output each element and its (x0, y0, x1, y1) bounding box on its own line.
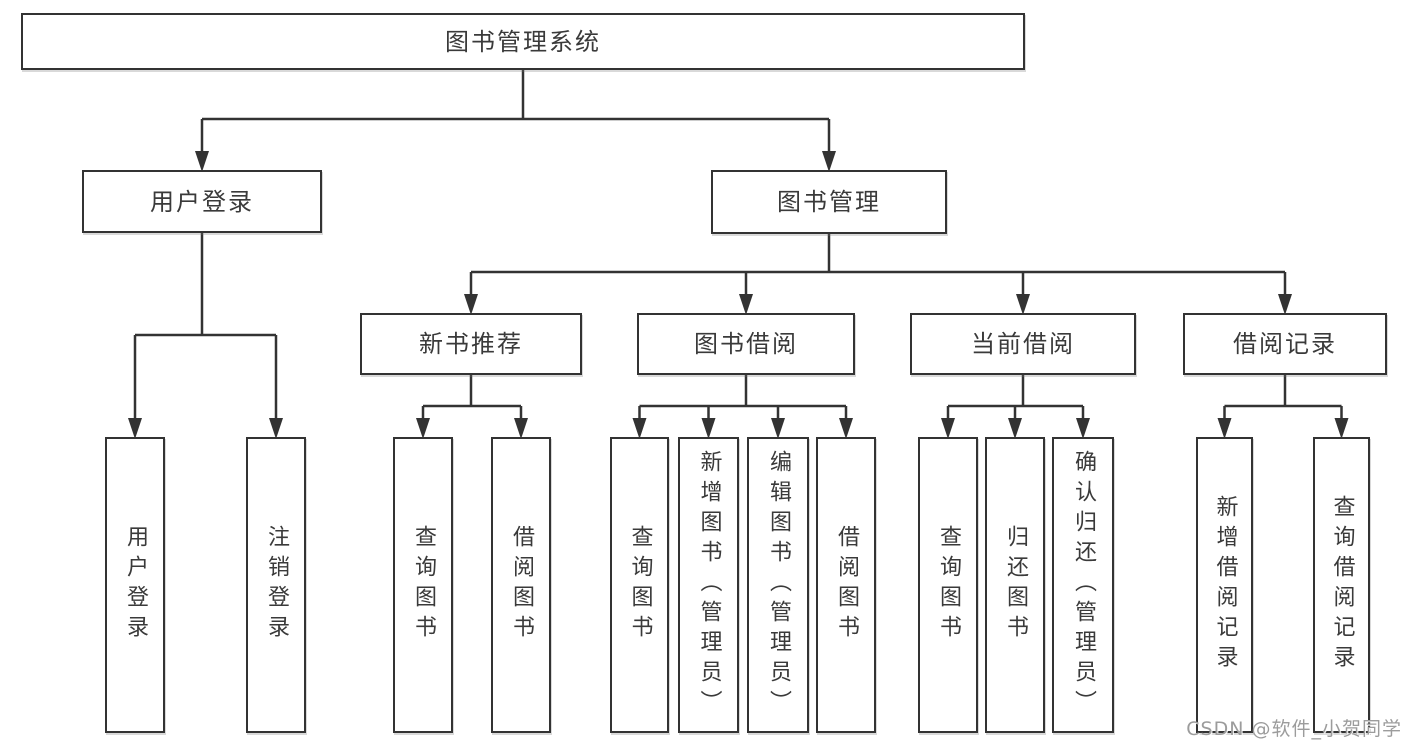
connector-user-login (133, 233, 278, 423)
arrowhead-user-login (195, 151, 209, 172)
node-leaf-bb-add: 新增图书（管理员） (678, 437, 739, 733)
arrowhead-leaf-br-add (1217, 418, 1232, 439)
node-leaf-bb-edit: 编辑图书（管理员） (747, 437, 809, 733)
node-new-book-rec: 新书推荐 (360, 313, 582, 375)
node-leaf-br-query: 查询借阅记录 (1313, 437, 1370, 733)
connector-borrow-records (1223, 375, 1343, 423)
node-leaf-user-login: 用户登录 (105, 437, 165, 733)
node-label-leaf-bb-query: 查询图书 (627, 525, 653, 645)
connector-new-book-rec (421, 375, 523, 423)
arrowhead-new-book-rec (464, 294, 478, 315)
node-leaf-nbr-borrow: 借阅图书 (491, 437, 551, 733)
node-borrow-records: 借阅记录 (1183, 313, 1387, 375)
node-label-leaf-nbr-query: 查询图书 (411, 525, 436, 645)
arrowhead-book-borrow (739, 294, 753, 315)
node-leaf-bb-borrow: 借阅图书 (816, 437, 876, 733)
node-label-leaf-br-query: 查询借阅记录 (1329, 495, 1355, 675)
node-label-leaf-logout: 注销登录 (264, 525, 289, 645)
arrowhead-leaf-logout (269, 418, 283, 439)
arrowhead-borrow-records (1278, 294, 1292, 315)
arrowhead-leaf-bb-borrow (839, 418, 853, 439)
node-user-login: 用户登录 (82, 170, 322, 233)
node-label-root: 图书管理系统 (445, 27, 601, 56)
node-label-current-borrow: 当前借阅 (971, 330, 1075, 358)
node-label-book-borrow: 图书借阅 (694, 330, 798, 358)
node-current-borrow: 当前借阅 (910, 313, 1136, 375)
node-label-leaf-br-add: 新增借阅记录 (1212, 495, 1238, 675)
node-label-leaf-bb-borrow: 借阅图书 (834, 525, 859, 645)
node-book-mgmt: 图书管理 (711, 170, 947, 234)
arrowhead-current-borrow (1016, 294, 1030, 315)
node-label-user-login: 用户登录 (150, 187, 254, 216)
arrowhead-leaf-nbr-borrow (514, 418, 528, 439)
node-leaf-cb-return: 归还图书 (985, 437, 1045, 733)
node-label-new-book-rec: 新书推荐 (419, 330, 523, 358)
arrowhead-leaf-bb-edit (771, 418, 785, 439)
arrowhead-leaf-cb-confirm (1076, 418, 1090, 439)
arrowhead-leaf-nbr-query (416, 418, 430, 439)
node-leaf-cb-query: 查询图书 (918, 437, 978, 733)
arrowhead-leaf-bb-query (632, 418, 647, 439)
node-root: 图书管理系统 (21, 13, 1025, 70)
arrowhead-leaf-br-query (1334, 418, 1349, 439)
node-leaf-nbr-query: 查询图书 (393, 437, 453, 733)
arrowhead-leaf-bb-add (701, 418, 716, 439)
node-label-leaf-bb-edit: 编辑图书（管理员） (766, 450, 791, 720)
node-leaf-logout: 注销登录 (246, 437, 306, 733)
connector-book-borrow (638, 375, 848, 423)
arrowhead-leaf-cb-return (1008, 418, 1022, 439)
node-label-leaf-nbr-borrow: 借阅图书 (509, 525, 534, 645)
node-label-leaf-cb-confirm: 确认归还（管理员） (1071, 450, 1096, 720)
node-book-borrow: 图书借阅 (637, 313, 855, 375)
node-label-leaf-cb-query: 查询图书 (936, 525, 961, 645)
node-label-leaf-cb-return: 归还图书 (1003, 525, 1028, 645)
node-leaf-cb-confirm: 确认归还（管理员） (1052, 437, 1114, 733)
connector-current-borrow (946, 375, 1085, 423)
arrowhead-book-mgmt (822, 151, 836, 172)
connector-book-mgmt (469, 234, 1287, 299)
node-leaf-br-add: 新增借阅记录 (1196, 437, 1253, 733)
node-label-leaf-bb-add: 新增图书（管理员） (696, 450, 722, 720)
connector-root (200, 70, 831, 156)
arrowhead-leaf-user-login (128, 418, 142, 439)
node-label-book-mgmt: 图书管理 (777, 188, 881, 216)
node-label-borrow-records: 借阅记录 (1233, 330, 1337, 358)
node-label-leaf-user-login: 用户登录 (123, 525, 148, 645)
watermark: CSDN @软件_小贺同学 (1186, 718, 1402, 740)
arrowhead-leaf-cb-query (941, 418, 955, 439)
node-leaf-bb-query: 查询图书 (610, 437, 669, 733)
